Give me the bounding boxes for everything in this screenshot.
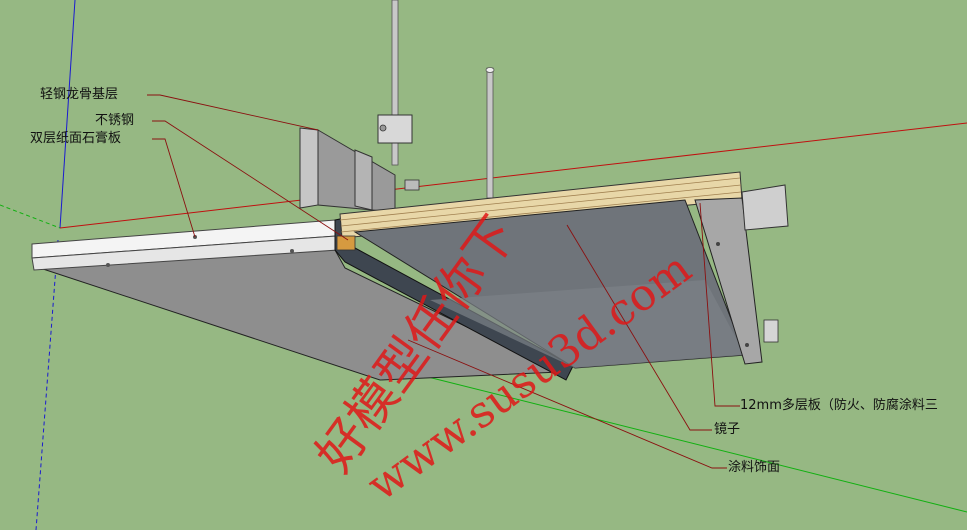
hanger-rod-top	[485, 67, 495, 73]
label-light-steel-keel: 轻钢龙骨基层	[40, 87, 119, 102]
green-axis	[419, 374, 967, 513]
screw	[716, 242, 720, 246]
clip-bolt	[379, 124, 387, 132]
ply-line	[339, 177, 741, 221]
keel-flange	[354, 149, 373, 211]
right-fascia	[694, 197, 763, 365]
label-double-gypsum-board: 双层纸面石膏板	[30, 131, 122, 146]
leader-paint-finish	[407, 339, 727, 469]
label-mirror: 镜子	[714, 422, 741, 437]
blue-axis	[59, 0, 76, 229]
leader-mirror	[566, 224, 712, 431]
leader-light-steel-keel	[147, 94, 319, 131]
label-plywood-12mm: 12mm多层板（防火、防腐涂料三	[740, 398, 938, 413]
hanger-rod-left	[391, 0, 399, 166]
keel-end-box	[741, 184, 789, 231]
rod-nut	[404, 179, 420, 191]
screw	[745, 343, 749, 347]
screw	[106, 263, 110, 267]
suspension-rods	[377, 0, 495, 199]
keel-left-face	[299, 127, 319, 209]
ply-line	[340, 191, 742, 233]
right-keel-end	[741, 184, 789, 343]
plywood-12mm	[336, 171, 743, 251]
screw	[290, 249, 294, 253]
leader-lines	[147, 94, 740, 469]
leader-plywood	[699, 202, 740, 407]
mirror-sheen	[430, 280, 745, 368]
plywood-end-block	[336, 235, 356, 251]
leader-stainless-steel	[152, 120, 349, 241]
fascia-face	[694, 197, 763, 365]
hanger-rod-right	[486, 67, 494, 199]
blue-axis-dashed	[35, 239, 59, 530]
label-stainless-steel: 不锈钢	[95, 113, 135, 128]
red-axis	[59, 122, 967, 229]
keel-end-clip	[763, 319, 779, 343]
ply-line	[340, 184, 742, 227]
leader-gypsum-board	[152, 138, 196, 238]
label-paint-finish: 涂料饰面	[728, 460, 781, 475]
green-axis-dashed	[0, 204, 61, 229]
